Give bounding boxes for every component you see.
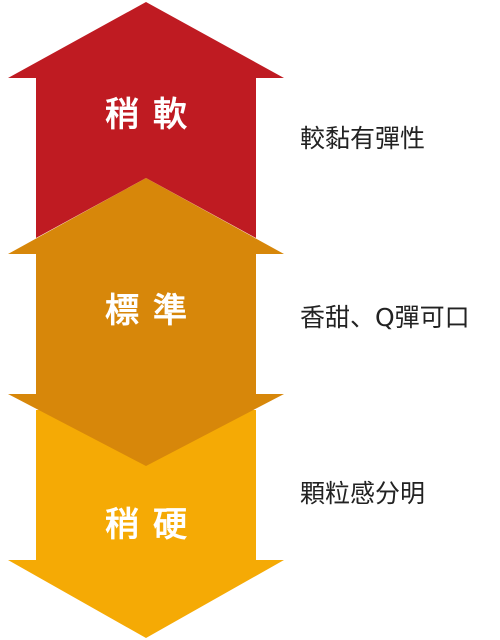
description-soft: 較黏有彈性 bbox=[300, 124, 426, 153]
level-label-soft: 稍軟 bbox=[105, 95, 201, 135]
level-label-standard: 標準 bbox=[105, 291, 201, 331]
arrow-up-soft bbox=[8, 2, 284, 238]
description-hard: 顆粒感分明 bbox=[300, 479, 426, 508]
description-standard: 香甜、Q彈可口 bbox=[300, 303, 470, 332]
level-label-hard: 稍硬 bbox=[105, 505, 201, 545]
arrow-mid-standard bbox=[8, 178, 284, 466]
arrow-down-hard bbox=[8, 410, 284, 638]
